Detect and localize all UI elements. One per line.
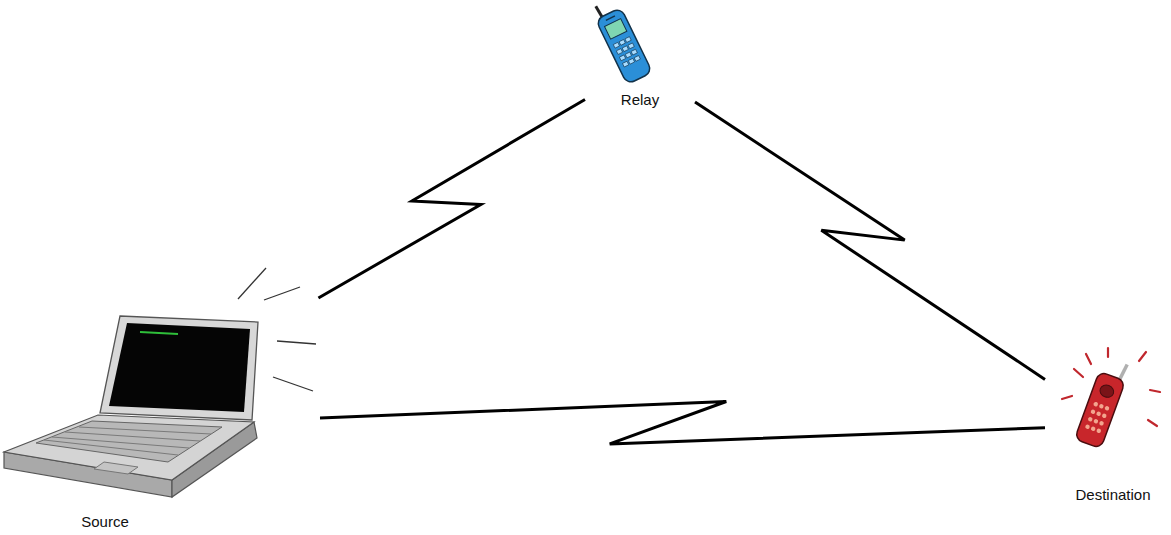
phone-key bbox=[1099, 421, 1105, 427]
laptop-icon bbox=[4, 316, 258, 497]
wave-line bbox=[238, 268, 266, 299]
ring-mark bbox=[1086, 354, 1091, 364]
wave-line bbox=[264, 287, 300, 300]
wireless-link bbox=[318, 99, 585, 298]
laptop-keyboard bbox=[36, 421, 222, 462]
key-row bbox=[52, 437, 189, 448]
phone-key bbox=[628, 58, 634, 64]
phone-key bbox=[1085, 424, 1091, 430]
phone-screen bbox=[1098, 383, 1115, 399]
device-label: Destination bbox=[1075, 486, 1150, 504]
phone-key bbox=[622, 61, 628, 67]
phone-key bbox=[1090, 409, 1096, 415]
laptop-lid bbox=[100, 316, 258, 420]
laptop-touchpad bbox=[94, 462, 138, 474]
device-label: Relay bbox=[621, 91, 659, 109]
wave-line bbox=[273, 377, 313, 391]
key-row bbox=[44, 440, 178, 455]
phone-antenna bbox=[1119, 364, 1127, 381]
ring-mark bbox=[1107, 348, 1109, 357]
phone-key bbox=[1096, 428, 1102, 434]
phone-key bbox=[1093, 418, 1099, 424]
phone-body bbox=[596, 8, 653, 85]
wireless-link bbox=[320, 401, 1045, 443]
device-label: Source bbox=[81, 513, 129, 531]
laptop-screen bbox=[109, 323, 250, 412]
phone-earpiece bbox=[606, 16, 615, 20]
ringing-marks bbox=[1062, 348, 1160, 426]
phone-key bbox=[1104, 405, 1110, 411]
device-node: Source bbox=[0, 298, 320, 534]
phone-key bbox=[625, 37, 631, 43]
wireless-link bbox=[695, 102, 1045, 379]
ring-mark bbox=[1139, 352, 1146, 361]
screen-text-line bbox=[140, 332, 178, 334]
phone-key bbox=[1096, 411, 1102, 417]
ring-mark bbox=[1150, 390, 1160, 392]
signal-waves bbox=[238, 268, 316, 391]
wave-line bbox=[277, 341, 316, 344]
phone-key bbox=[616, 49, 622, 55]
ring-mark bbox=[1062, 396, 1072, 399]
phone-key bbox=[631, 49, 637, 55]
phone-screen bbox=[605, 19, 627, 39]
ring-mark bbox=[1074, 369, 1083, 377]
phone-key bbox=[613, 42, 619, 48]
phone-key bbox=[619, 55, 625, 61]
destination-phone-icon bbox=[1075, 356, 1131, 448]
ring-mark bbox=[1148, 420, 1157, 426]
phone-key bbox=[1093, 401, 1099, 407]
phone-key bbox=[622, 46, 628, 52]
phone-key bbox=[619, 40, 625, 46]
phone-key bbox=[634, 56, 640, 62]
phone-antenna bbox=[596, 6, 603, 18]
laptop-base bbox=[4, 415, 254, 480]
phone-key bbox=[625, 52, 631, 58]
phone-key bbox=[1099, 403, 1105, 409]
phone-keypad bbox=[1085, 401, 1110, 433]
phone-key bbox=[1090, 426, 1096, 432]
phone-key bbox=[1101, 413, 1107, 419]
relay-phone-icon bbox=[590, 0, 652, 84]
phone-body bbox=[1075, 371, 1126, 448]
device-node: Relay bbox=[585, 5, 695, 112]
phone-key bbox=[628, 43, 634, 49]
key-row bbox=[79, 427, 211, 434]
phone-key bbox=[1087, 416, 1093, 422]
device-node: Destination bbox=[1045, 350, 1169, 507]
phone-keypad bbox=[613, 37, 640, 67]
